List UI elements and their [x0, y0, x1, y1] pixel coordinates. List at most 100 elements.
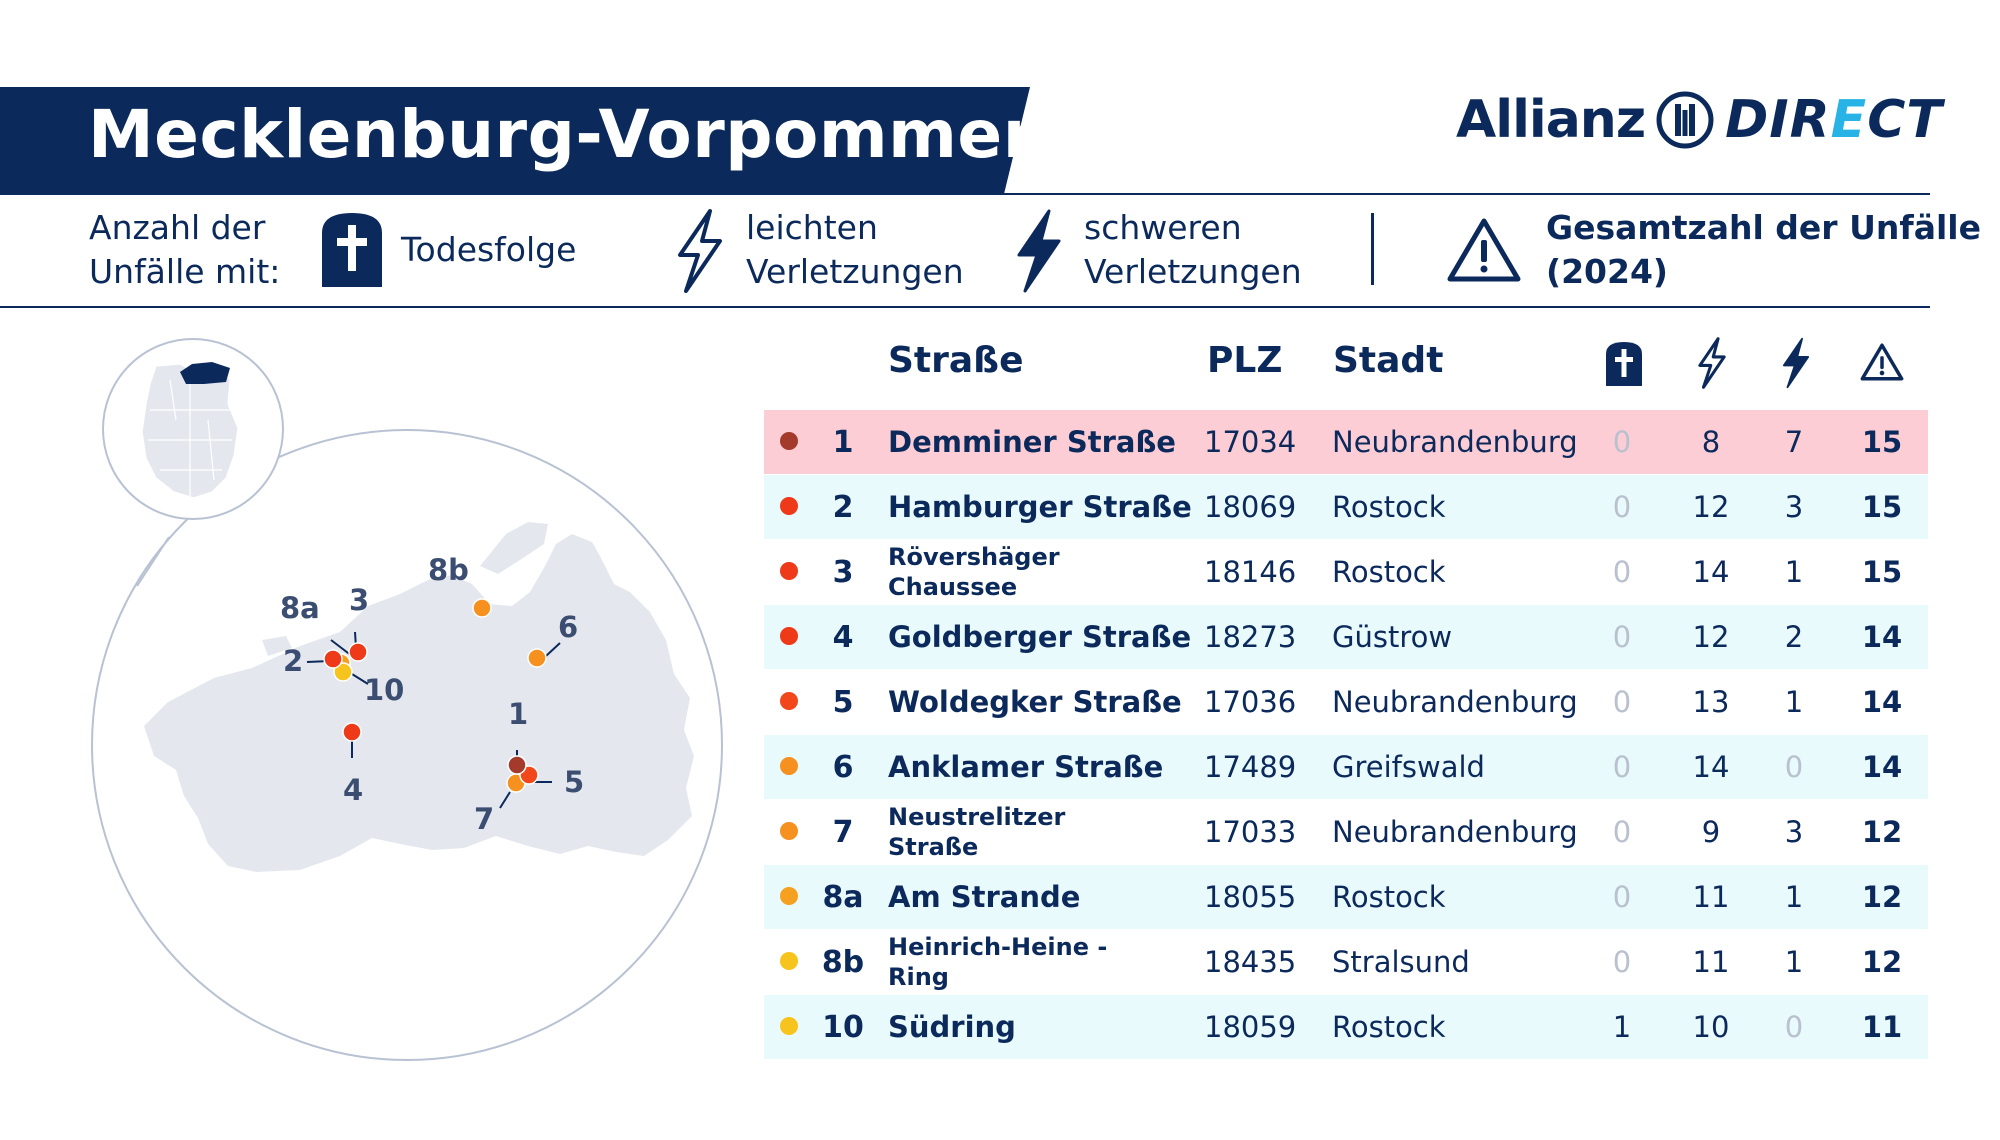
light-injury-count: 12 — [1692, 490, 1730, 524]
col-header-city: Stadt — [1333, 340, 1444, 381]
light-injury-count: 9 — [1701, 815, 1721, 849]
col-header-plz: PLZ — [1207, 340, 1283, 381]
rank-dot — [780, 887, 798, 905]
state-shape — [144, 534, 694, 872]
legend-intro: Anzahl der Unfälle mit: — [89, 206, 280, 294]
map-label-3: 3 — [349, 583, 369, 617]
rank-dot — [780, 1017, 798, 1035]
fatal-count: 0 — [1612, 880, 1632, 914]
marker-10 — [333, 662, 353, 682]
logo-brand-text: Allianz — [1456, 90, 1646, 150]
allianz-direct-logo: Allianz DIRECT — [1456, 88, 1943, 152]
severe-injury-count: 1 — [1784, 880, 1804, 914]
map-label-1: 1 — [508, 697, 528, 731]
light-injury-count: 8 — [1701, 425, 1721, 459]
rank-number: 8b — [821, 944, 865, 980]
map-label-5: 5 — [564, 765, 584, 799]
map-panel: 8b 6 8a 3 2 10 1 4 5 7 — [91, 338, 723, 1061]
total-accidents: 15 — [1861, 425, 1903, 459]
marker-6 — [527, 648, 547, 668]
legend-top-rule — [0, 193, 1930, 195]
postal-code: 18435 — [1204, 945, 1297, 979]
total-accidents: 14 — [1861, 620, 1903, 654]
marker-4 — [342, 722, 362, 742]
legend-bottom-rule — [0, 306, 1930, 308]
postal-code: 17489 — [1204, 750, 1297, 784]
marker-2 — [323, 649, 343, 669]
rank-number: 10 — [822, 1009, 864, 1045]
legend-intro-line2: Unfälle mit: — [89, 252, 281, 291]
rank-dot — [780, 952, 798, 970]
severe-injury-count: 0 — [1784, 1010, 1804, 1044]
total-accidents: 11 — [1861, 1010, 1903, 1044]
col-header-fatal-icon — [1606, 342, 1642, 386]
legend-intro-line1: Anzahl der — [89, 208, 266, 247]
postal-code: 17033 — [1204, 815, 1297, 849]
col-header-severe-icon — [1782, 337, 1810, 389]
germany-mv-highlight — [180, 362, 230, 384]
rank-dot — [780, 627, 798, 645]
logo-product-e: E — [1830, 90, 1868, 150]
postal-code: 18273 — [1204, 620, 1297, 654]
total-accidents: 12 — [1861, 880, 1903, 914]
rank-dot — [780, 822, 798, 840]
light-injury-count: 12 — [1692, 620, 1730, 654]
map-label-4: 4 — [343, 773, 363, 807]
allianz-eagle-icon — [1656, 91, 1714, 149]
postal-code: 18055 — [1204, 880, 1297, 914]
warning-triangle-icon — [1447, 218, 1521, 282]
legend-severe-line2: Verletzungen — [1084, 252, 1302, 291]
postal-code: 17036 — [1204, 685, 1297, 719]
severe-injury-count: 1 — [1784, 945, 1804, 979]
legend-light-line1: leichten — [746, 208, 878, 247]
city-name: Rostock — [1332, 555, 1446, 589]
map-label-2: 2 — [283, 644, 303, 678]
lightning-filled-icon — [1017, 209, 1061, 293]
fatal-count: 0 — [1612, 555, 1632, 589]
rank-dot — [780, 692, 798, 710]
rank-number: 7 — [832, 814, 854, 850]
legend-total: Gesamtzahl der Unfälle (2024) — [1546, 206, 1981, 294]
fatal-count: 1 — [1612, 1010, 1632, 1044]
fatal-count: 0 — [1612, 490, 1632, 524]
city-name: Güstrow — [1332, 620, 1453, 654]
fatal-count: 0 — [1612, 425, 1632, 459]
light-injury-count: 11 — [1692, 945, 1730, 979]
rank-dot — [780, 757, 798, 775]
marker-labels: 8b 6 8a 3 2 10 1 4 5 7 — [280, 553, 584, 836]
rank-number: 8a — [822, 879, 864, 915]
city-name: Stralsund — [1332, 945, 1470, 979]
city-name: Neubrandenburg — [1332, 685, 1578, 719]
light-injury-count: 13 — [1692, 685, 1730, 719]
total-accidents: 14 — [1861, 750, 1903, 784]
total-accidents: 12 — [1861, 945, 1903, 979]
legend-total-line2: (2024) — [1546, 252, 1669, 291]
rank-dot — [780, 497, 798, 515]
logo-product-suffix: CT — [1867, 90, 1943, 150]
map-markers — [323, 598, 547, 793]
fatal-count: 0 — [1612, 620, 1632, 654]
light-injury-count: 10 — [1692, 1010, 1730, 1044]
col-header-light-icon — [1698, 337, 1726, 389]
legend-fatal-label: Todesfolge — [401, 230, 577, 269]
ruegen-island — [480, 522, 548, 574]
severe-injury-count: 0 — [1784, 750, 1804, 784]
marker-8b — [472, 598, 492, 618]
street-name: Anklamer Straße — [888, 750, 1164, 784]
street-name: Hamburger Straße — [888, 490, 1192, 524]
postal-code: 18059 — [1204, 1010, 1297, 1044]
legend-total-line1: Gesamtzahl der Unfälle — [1546, 208, 1981, 247]
severe-injury-count: 1 — [1784, 685, 1804, 719]
page-title: Mecklenburg-Vorpommern — [88, 96, 1084, 173]
map-label-8b: 8b — [428, 553, 469, 587]
fatal-count: 0 — [1612, 815, 1632, 849]
street-name: Woldegker Straße — [888, 685, 1182, 719]
map-label-7: 7 — [474, 802, 494, 836]
rank-dot — [780, 562, 798, 580]
